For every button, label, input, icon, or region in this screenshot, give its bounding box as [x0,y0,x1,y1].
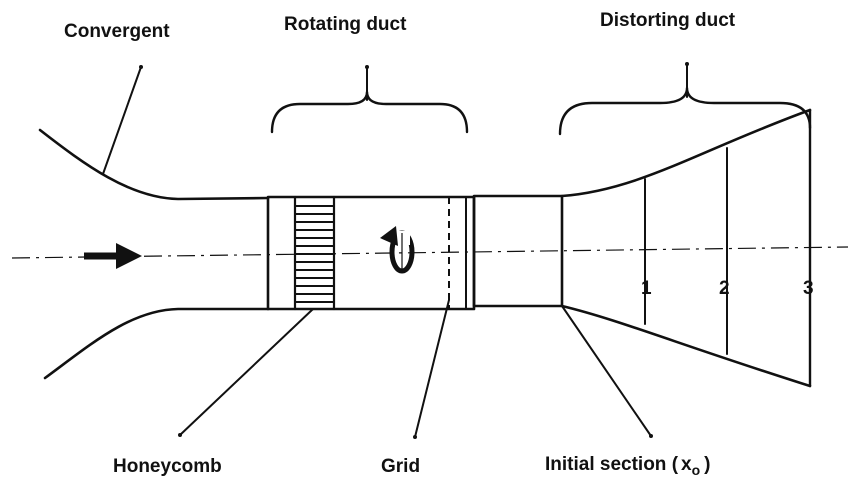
convergent-lower-wall [43,307,270,380]
label-distorting-duct: Distorting duct [600,10,736,31]
centerline [11,246,849,259]
brace-distorting-duct [558,86,812,136]
leader-honeycomb-dot [178,433,182,437]
initial-section-sub: o [692,462,701,477]
initial-section-prefix: Initial section ( [545,454,679,475]
leader-grid-dot [413,435,417,439]
leader-initial-section-dot [649,434,653,438]
leader-rotating-duct-dot [365,65,369,69]
label-grid: Grid [381,456,420,477]
station-2-label: 2 [719,278,730,299]
distorting-duct-upper-wall [560,108,812,198]
leader-honeycomb [179,308,314,436]
leader-convergent-dot [139,65,143,69]
rotation-arrow-icon [380,226,415,274]
leader-distorting-duct-dot [685,62,689,66]
leader-grid [414,299,450,438]
honeycomb-cells [295,205,334,303]
station-3-label: 3 [803,278,814,299]
distorting-duct-inlet [472,194,564,308]
brace-rotating-duct [270,90,469,134]
flow-arrow-head [116,243,142,269]
leader-convergent [102,66,142,175]
label-honeycomb: Honeycomb [113,456,222,477]
initial-section-suffix: ) [704,454,710,475]
label-initial-section: Initial section (xo) [545,454,711,477]
station-1-label: 1 [641,278,652,299]
label-convergent: Convergent [64,21,170,42]
convergent-upper-wall [38,128,270,201]
initial-section-var: x [681,454,692,475]
distorting-duct-lower-wall [560,304,812,388]
leader-initial-section [561,305,652,437]
label-rotating-duct: Rotating duct [284,14,407,35]
